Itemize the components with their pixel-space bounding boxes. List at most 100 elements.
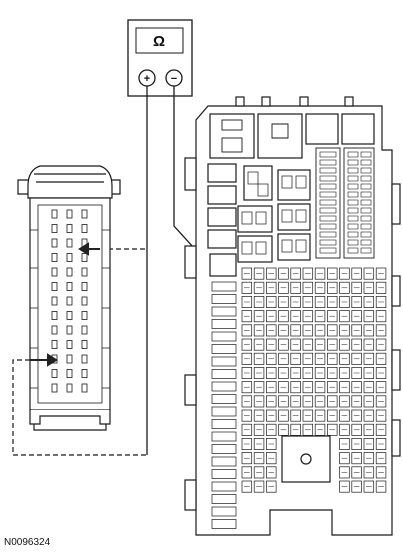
fuse-slot [211,356,237,367]
fuse-slot [375,423,387,436]
fuse-slot [375,281,387,294]
fuse-slot [253,381,265,394]
fuse-slot [241,438,253,450]
fuse-slot [253,338,265,351]
connector-pin [66,238,73,248]
fuse-slot [363,438,375,450]
fuse-slot [363,310,375,323]
fuse-slot [211,444,237,454]
fuse-slot [363,423,375,436]
lower-jumper [12,359,147,456]
fuse-slot [211,406,237,417]
fuse-slot [302,381,314,394]
fuse-slot [314,296,326,308]
fuse-slot [290,338,301,351]
mini-fuse [347,239,359,246]
fuse-slot [253,367,265,379]
fuse-slot [302,296,314,308]
connector-pin [66,267,73,277]
mini-fuse [360,167,372,174]
relay-pin [281,175,293,189]
fuse-slot [351,310,362,323]
fuse-slot [339,324,350,337]
fuse-slot [339,409,350,422]
fuse-slot [351,367,362,379]
mini-fuse [319,151,337,158]
fuse-slot [278,267,289,280]
mini-fuse [360,239,372,246]
fuse-slot [375,395,387,408]
fuse-slot [375,267,387,280]
fuse-slot [351,480,362,493]
mini-fuse [319,207,337,214]
relay-pin [247,171,259,185]
housing-tab [184,157,197,191]
ohmmeter [127,19,193,97]
fuse-slot [314,395,326,408]
fuse-slot [339,381,350,394]
fuse-slot [314,352,326,365]
mini-fuse [319,199,337,206]
fuse-slot [211,319,237,329]
fuse-slot [363,338,375,351]
fuse-slot [363,466,375,479]
fuse-slot [253,438,265,450]
connector-pin [51,224,58,233]
fuse-slot [290,281,301,294]
fuse-slot [211,431,237,442]
connector-pin [66,253,73,262]
mini-fuse [360,199,372,206]
mini-fuse [347,231,359,238]
fuse-slot [375,338,387,351]
fuse-slot [363,480,375,493]
mini-fuse [319,247,337,254]
fuse-slot [363,367,375,379]
fuse-slot [241,480,253,493]
connector-pin [51,296,58,306]
fuse-slot [211,369,237,379]
fuse-slot [351,438,362,450]
mini-fuse [319,223,337,230]
fuse-slot [266,338,277,351]
connector-pin [51,311,58,320]
mini-fuse [360,175,372,182]
fuse-slot [211,381,237,392]
fuse-slot [375,480,387,493]
fuse-slot [314,324,326,337]
fuse-slot [241,338,253,351]
mini-fuse [360,183,372,190]
mini-fuse [319,239,337,246]
connector-pin [81,282,88,291]
fuse-slot [302,423,314,436]
fuse-slot [266,480,277,493]
fuse-slot [266,310,277,323]
fuse-slot [363,452,375,465]
relay-pin [281,209,293,223]
fuse-slot [327,352,338,365]
fuse-slot [327,423,338,436]
connector-pin [51,325,58,335]
fuse-slot [314,267,326,280]
fuse-slot [241,281,253,294]
fuse-slot [363,395,375,408]
connector-pin [66,325,73,335]
connector-pin [81,354,88,364]
mini-fuse [347,159,359,166]
fuse-slot [241,466,253,479]
fuse-slot [211,519,237,529]
fuse-slot [375,296,387,308]
fuse-slot [266,352,277,365]
connector-pin [81,296,88,306]
ohm-symbol: Ω [153,33,165,50]
fuse-slot [327,310,338,323]
fuse-slot [253,395,265,408]
fuse-slot [327,381,338,394]
fuse-slot [363,281,375,294]
fuse-slot [363,381,375,394]
relay-pin [241,211,253,225]
fuse-slot [241,352,253,365]
connector-pin [81,369,88,378]
relay-pin [255,241,267,255]
fuse-slot [339,367,350,379]
